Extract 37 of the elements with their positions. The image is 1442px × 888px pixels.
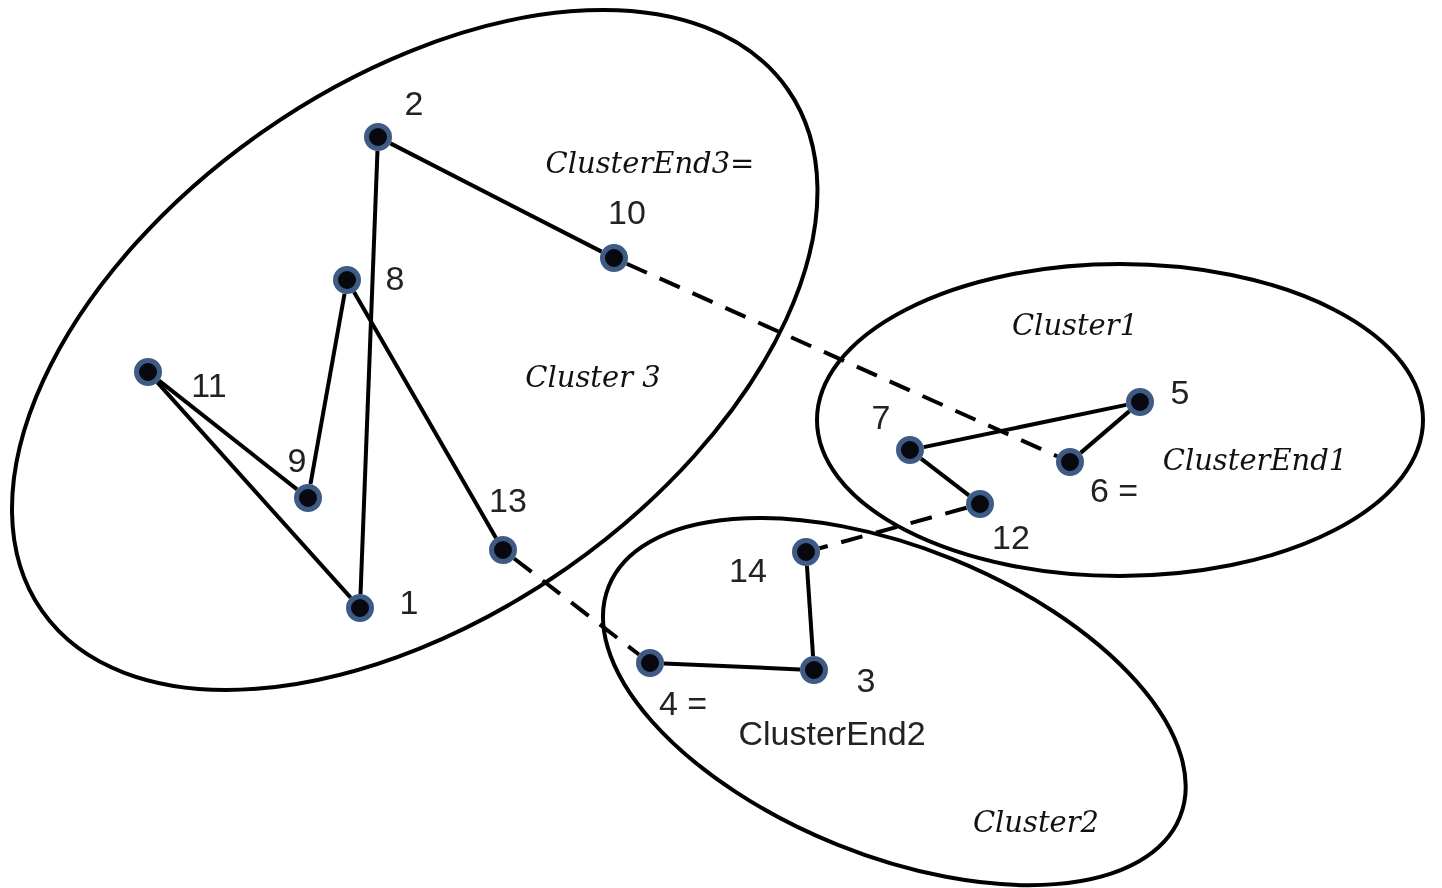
link-line	[804, 565, 816, 657]
link-line	[663, 661, 801, 672]
point-label: 14	[729, 553, 767, 587]
cluster-ellipse	[600, 516, 1188, 888]
point-label: 4 =	[658, 686, 708, 720]
cluster-label: Cluster1	[1011, 310, 1139, 340]
link-line	[157, 379, 299, 491]
dashed-link	[625, 261, 1059, 459]
point-label: 9	[287, 443, 307, 477]
link-line	[308, 293, 347, 485]
point-label: 5	[1170, 375, 1190, 409]
link-line	[358, 150, 380, 595]
cluster-label: Cluster 3	[525, 362, 661, 392]
cluster-label: Cluster2	[972, 807, 1100, 837]
point-label: 12	[992, 520, 1030, 554]
point-label: 7	[871, 400, 891, 434]
point-label: 2	[404, 86, 424, 120]
point-annotation: ClusterEnd3=	[545, 148, 755, 178]
point-annotation: ClusterEnd2	[738, 716, 926, 750]
point-annotation: ClusterEnd1	[1162, 445, 1348, 475]
point-label: 3	[856, 663, 876, 697]
point-label: 10	[608, 195, 646, 229]
point-label: 8	[385, 261, 405, 295]
link-line	[919, 456, 971, 498]
point-label: 13	[489, 483, 527, 517]
link-line	[352, 291, 498, 539]
link-line	[1079, 409, 1131, 455]
dashed-link	[512, 556, 641, 657]
link-line	[389, 141, 603, 254]
point-label: 6 =	[1089, 473, 1139, 507]
point-label: 1	[399, 585, 419, 619]
link-line	[155, 381, 353, 599]
dashed-link	[818, 505, 968, 551]
link-line	[923, 402, 1127, 450]
cluster-ellipse	[10, 8, 820, 692]
cluster-ellipse	[815, 262, 1425, 578]
point-label: 11	[191, 368, 227, 402]
